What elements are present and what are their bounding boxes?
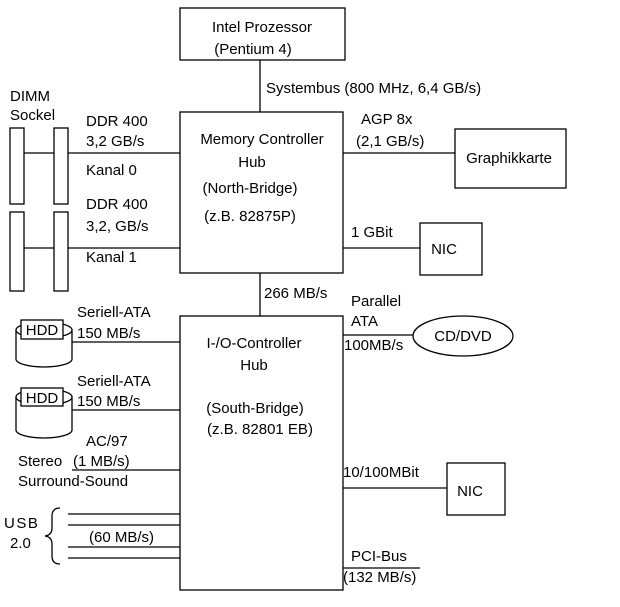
audio-speed: (1 MB/s) (73, 453, 130, 470)
usb-version: 2.0 (10, 535, 31, 552)
hdd2-interface: Seriell-ATA (77, 373, 151, 390)
dimm-module-1 (9, 127, 25, 205)
usb-label: USB (4, 515, 39, 532)
cpu-model: (Pentium 4) (214, 41, 292, 58)
north-bridge-title: Memory Controller (200, 131, 323, 148)
dimm-module-4 (53, 211, 69, 292)
usb-brace (44, 507, 61, 565)
hdd1-label: HDD (26, 322, 59, 339)
graphics-card-label: Graphikkarte (466, 150, 552, 167)
graphics-card-block: Graphikkarte (454, 128, 567, 189)
south-bridge-type: (South-Bridge) (206, 400, 304, 417)
systembus-label: Systembus (800 MHz, 6,4 GB/s) (266, 80, 481, 97)
pci-bus-speed: (132 MB/s) (343, 569, 416, 586)
north-bridge-hub: Hub (238, 154, 266, 171)
audio-stereo: Stereo (18, 453, 62, 470)
pci-bus-label: PCI-Bus (351, 548, 407, 565)
nic-1gbit-label: 1 GBit (351, 224, 394, 241)
north-bridge-example: (z.B. 82875P) (204, 208, 296, 225)
dimm-label: DIMM (10, 88, 50, 105)
parallel-ata-speed: 100MB/s (344, 337, 403, 354)
agp-speed: (2,1 GB/s) (356, 133, 424, 150)
connection-lines (68, 60, 455, 569)
north-bridge-type: (North-Bridge) (202, 180, 297, 197)
dimm-module-2 (53, 127, 69, 205)
north-bridge-block: Memory Controller Hub (North-Bridge) (z.… (179, 111, 344, 274)
nic-100mbit-label: 10/100MBit (343, 464, 420, 481)
dimm-socket-label: Sockel (10, 107, 55, 124)
south-bridge-example: (z.B. 82801 EB) (207, 421, 313, 438)
cd-dvd-label: CD/DVD (434, 328, 492, 345)
hub-link-label: 266 MB/s (264, 285, 327, 302)
agp-label: AGP 8x (361, 111, 413, 128)
parallel-ata-label: Parallel (351, 293, 401, 310)
hdd-icon: HDD (15, 387, 73, 439)
south-bridge-title: I-/O-Controller (206, 335, 301, 352)
south-bridge-hub: Hub (240, 357, 268, 374)
nic-bottom-label: NIC (457, 483, 483, 500)
hdd1-interface: Seriell-ATA (77, 304, 151, 321)
channel1-type: DDR 400 (86, 196, 148, 213)
cpu-block: Intel Prozessor (Pentium 4) (179, 7, 346, 61)
hdd2-speed: 150 MB/s (77, 393, 140, 410)
dimm-module-3 (9, 211, 25, 292)
channel0-speed: 3,2 GB/s (86, 133, 144, 150)
channel0-name: Kanal 0 (86, 162, 137, 179)
south-bridge-block: I-/O-Controller Hub (South-Bridge) (z.B.… (179, 315, 344, 591)
nic-top-block: NIC (419, 222, 483, 276)
hdd1-speed: 150 MB/s (77, 325, 140, 342)
channel0-type: DDR 400 (86, 113, 148, 130)
nic-bottom-block: NIC (446, 462, 506, 516)
hdd-icon: HDD (15, 319, 73, 368)
usb-speed: (60 MB/s) (89, 529, 154, 546)
nic-top-label: NIC (431, 241, 457, 258)
parallel-ata-type: ATA (351, 313, 378, 330)
hdd2-label: HDD (26, 390, 59, 407)
channel1-name: Kanal 1 (86, 249, 137, 266)
audio-codec: AC/97 (86, 433, 128, 450)
audio-surround: Surround-Sound (18, 473, 128, 490)
cd-dvd-drive: CD/DVD (412, 315, 514, 357)
dimm-sockets: DIMM Sockel (9, 88, 69, 292)
channel1-speed: 3,2, GB/s (86, 218, 149, 235)
cpu-label: Intel Prozessor (212, 19, 312, 36)
